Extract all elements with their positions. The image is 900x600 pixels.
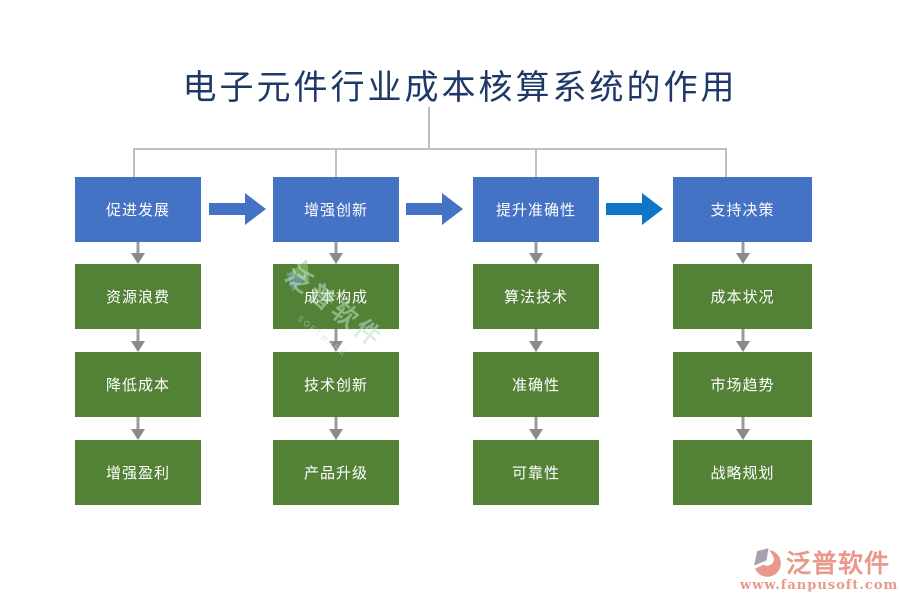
item-box: 市场趋势 — [673, 352, 812, 417]
item-box: 资源浪费 — [75, 264, 201, 329]
column-enhance-innovation: 增强创新 成本构成 技术创新 产品升级 — [273, 177, 399, 505]
connector-drop-col1 — [133, 148, 135, 177]
right-arrow-icon — [209, 193, 266, 225]
right-arrow-icon — [406, 193, 463, 225]
item-box: 技术创新 — [273, 352, 399, 417]
item-box: 战略规划 — [673, 440, 812, 505]
item-box: 成本状况 — [673, 264, 812, 329]
page-title: 电子元件行业成本核算系统的作用 — [182, 68, 738, 108]
connector-horizontal — [133, 148, 727, 150]
brand-logo-icon — [754, 547, 781, 577]
connector-title-stem — [428, 107, 430, 149]
connector-drop-col2 — [335, 148, 337, 177]
column-header-box: 促进发展 — [75, 177, 201, 242]
item-box: 产品升级 — [273, 440, 399, 505]
connector-drop-col3 — [535, 148, 537, 177]
down-arrow-icon — [527, 329, 545, 352]
column-header-box: 支持决策 — [673, 177, 812, 242]
item-box: 降低成本 — [75, 352, 201, 417]
column-promote-development: 促进发展 资源浪费 降低成本 增强盈利 — [75, 177, 201, 505]
down-arrow-icon — [734, 417, 752, 440]
down-arrow-icon — [734, 242, 752, 264]
column-header-box: 提升准确性 — [473, 177, 599, 242]
column-support-decision: 支持决策 成本状况 市场趋势 战略规划 — [673, 177, 812, 505]
brand-footer: 泛普软件 www.fanpusoft.com — [740, 544, 899, 593]
brand-name: 泛普软件 — [785, 549, 890, 578]
item-box: 算法技术 — [473, 264, 599, 329]
down-arrow-icon — [129, 242, 147, 264]
down-arrow-icon — [734, 329, 752, 352]
item-box: 增强盈利 — [75, 440, 201, 505]
item-box: 准确性 — [473, 352, 599, 417]
brand-url: www.fanpusoft.com — [740, 578, 899, 593]
item-box: 成本构成 — [273, 264, 399, 329]
down-arrow-icon — [129, 329, 147, 352]
down-arrow-icon — [129, 417, 147, 440]
down-arrow-icon — [527, 417, 545, 440]
right-arrow-icon — [606, 193, 663, 225]
down-arrow-icon — [527, 242, 545, 264]
connector-drop-col4 — [725, 148, 727, 177]
down-arrow-icon — [327, 417, 345, 440]
column-header-box: 增强创新 — [273, 177, 399, 242]
column-improve-accuracy: 提升准确性 算法技术 准确性 可靠性 — [473, 177, 599, 505]
item-box: 可靠性 — [473, 440, 599, 505]
down-arrow-icon — [327, 242, 345, 264]
down-arrow-icon — [327, 329, 345, 352]
